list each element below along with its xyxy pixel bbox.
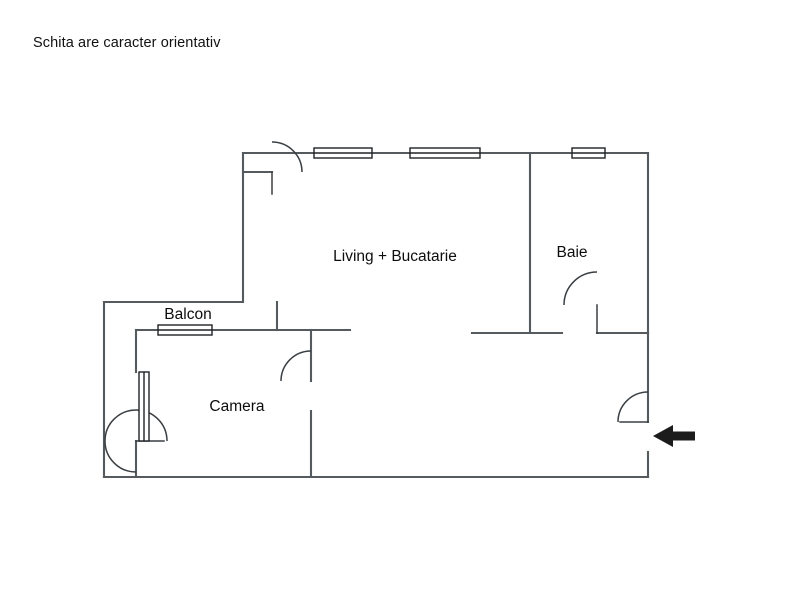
door-arc-balcony-door [104,409,168,473]
entrance-arrow-group [653,425,695,447]
door-arc-apartment-entrance-door [617,391,649,423]
room-label-camera: Camera [209,398,265,415]
door-arc-living-entry-door [271,141,303,173]
entrance-direction-arrow [653,425,695,447]
room-label-living-bucatarie: Living + Bucatarie [333,248,457,265]
windows-group [138,147,606,442]
room-label-balcon: Balcon [164,306,211,323]
walls-group [102,151,650,479]
room-label-baie: Baie [556,244,587,261]
door-arc-baie-door [563,271,598,306]
door-arc-camera-door [280,350,312,382]
page-title: Schita are caracter orientativ [33,35,221,51]
doors-group [104,141,649,473]
